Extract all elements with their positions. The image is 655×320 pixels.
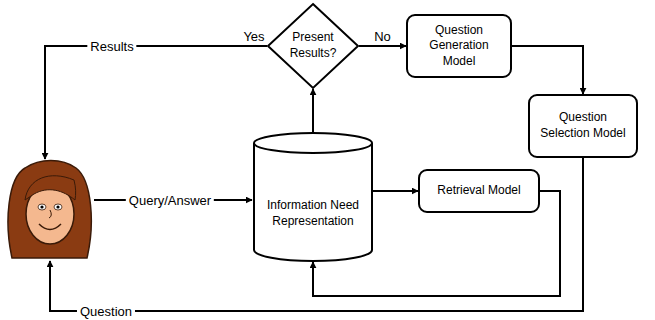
flow-arrow [512, 46, 583, 94]
flow-label: Query/Answer [126, 193, 214, 208]
node-text: Information Need Representation [259, 198, 367, 229]
node-content: Information Need Representation [253, 132, 373, 262]
results-line [45, 46, 267, 159]
cylinder-top [254, 133, 372, 153]
flow-arrow [359, 45, 406, 47]
cylinder-body [254, 143, 372, 261]
process-box: Question Generation Model [406, 14, 512, 78]
node-content: Retrieval Model [420, 171, 538, 210]
process-box: Retrieval Model [418, 169, 540, 212]
mouth [39, 224, 61, 230]
hair [8, 161, 91, 259]
node-text: Question Selection Model [536, 110, 630, 141]
diamond-shape [268, 4, 358, 88]
flow-label: Yes [240, 29, 267, 44]
decision-diamond: Present Results? [267, 3, 359, 89]
process-box: Question Selection Model [528, 94, 638, 158]
eye [38, 204, 46, 210]
pupil [56, 205, 59, 208]
edge-label: No [371, 29, 394, 44]
flow-label: Question [77, 304, 135, 319]
node-text: Question Generation Model [414, 23, 504, 70]
pupil [40, 205, 43, 208]
user-illustration [8, 161, 91, 259]
flow-arrow [373, 190, 418, 192]
datastore-cylinder: Information Need Representation [253, 132, 373, 262]
flow-label: Results [87, 39, 136, 54]
node-text: Present Results? [281, 30, 345, 61]
node-text: Retrieval Model [437, 183, 520, 199]
node-content: Present Results? [267, 3, 359, 89]
fringe [25, 176, 76, 200]
node-content: Question Selection Model [530, 96, 636, 156]
cylinder-outline [253, 132, 373, 262]
flow-arrow [312, 89, 314, 132]
node-content: Question Generation Model [408, 16, 510, 76]
nose [49, 210, 51, 218]
eye [54, 204, 62, 210]
